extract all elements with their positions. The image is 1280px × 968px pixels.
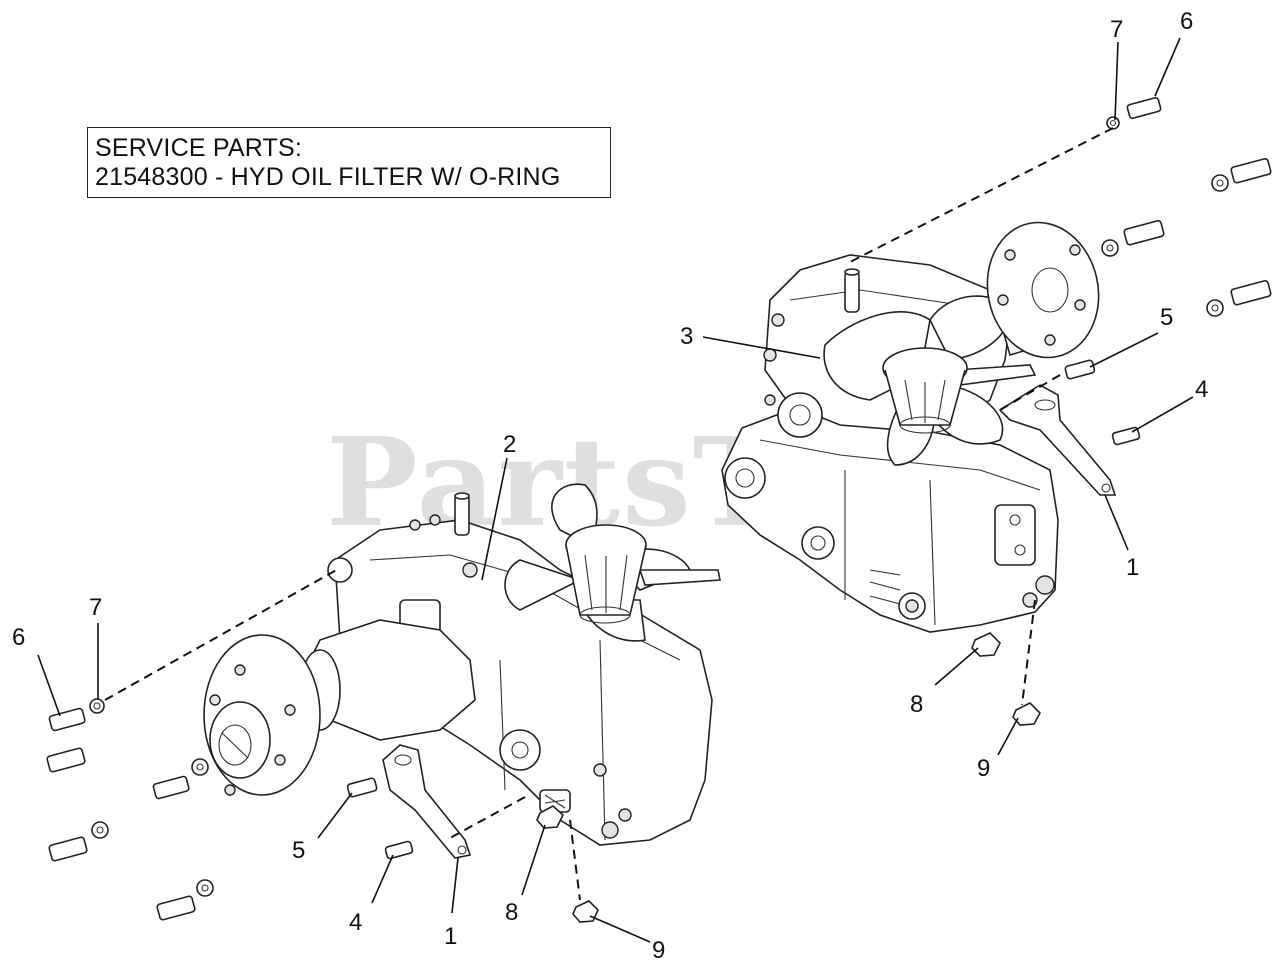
wheel-hub-right-icon [986,221,1100,359]
callout-left-6: 6 [12,624,25,651]
callout-left-9: 9 [652,937,665,964]
callout-left-7: 7 [89,594,102,621]
callout-left-8: 8 [505,899,518,926]
cooling-fan-left-icon [504,483,721,642]
leader-lines [37,37,1194,943]
bracket-left-icon [382,744,472,859]
callout-left-5: 5 [292,837,305,864]
callout-right-1: 1 [1126,554,1139,581]
callout-right-6: 6 [1180,8,1193,35]
assembly-lines [104,127,1114,901]
service-parts-heading: SERVICE PARTS: [95,134,303,162]
callout-left-4: 4 [349,909,362,936]
callout-right-5: 5 [1160,304,1173,331]
service-parts-item: 21548300 - HYD OIL FILTER W/ O-RING [95,163,561,191]
callout-right-7: 7 [1110,16,1123,43]
callout-right-4: 4 [1195,376,1208,403]
callout-right-8: 8 [910,691,923,718]
wheel-hub-left-icon [203,634,321,796]
callout-left-2: 2 [503,431,516,458]
axle-housing-left-icon [299,619,476,741]
callout-left-1: 1 [444,923,457,950]
service-parts-box: SERVICE PARTS: 21548300 - HYD OIL FILTER… [87,127,611,198]
lug-bolt-left-set-icon [46,698,599,923]
cooling-fan-right-icon [823,295,1037,466]
callout-right-9: 9 [977,755,990,782]
lug-bolt-right-set-icon [971,96,1272,726]
bracket-right-icon [998,384,1117,496]
callout-right-3: 3 [680,323,693,350]
callout-labels: 7 6 3 5 4 1 8 9 2 6 7 5 4 1 8 9 [12,8,1208,964]
